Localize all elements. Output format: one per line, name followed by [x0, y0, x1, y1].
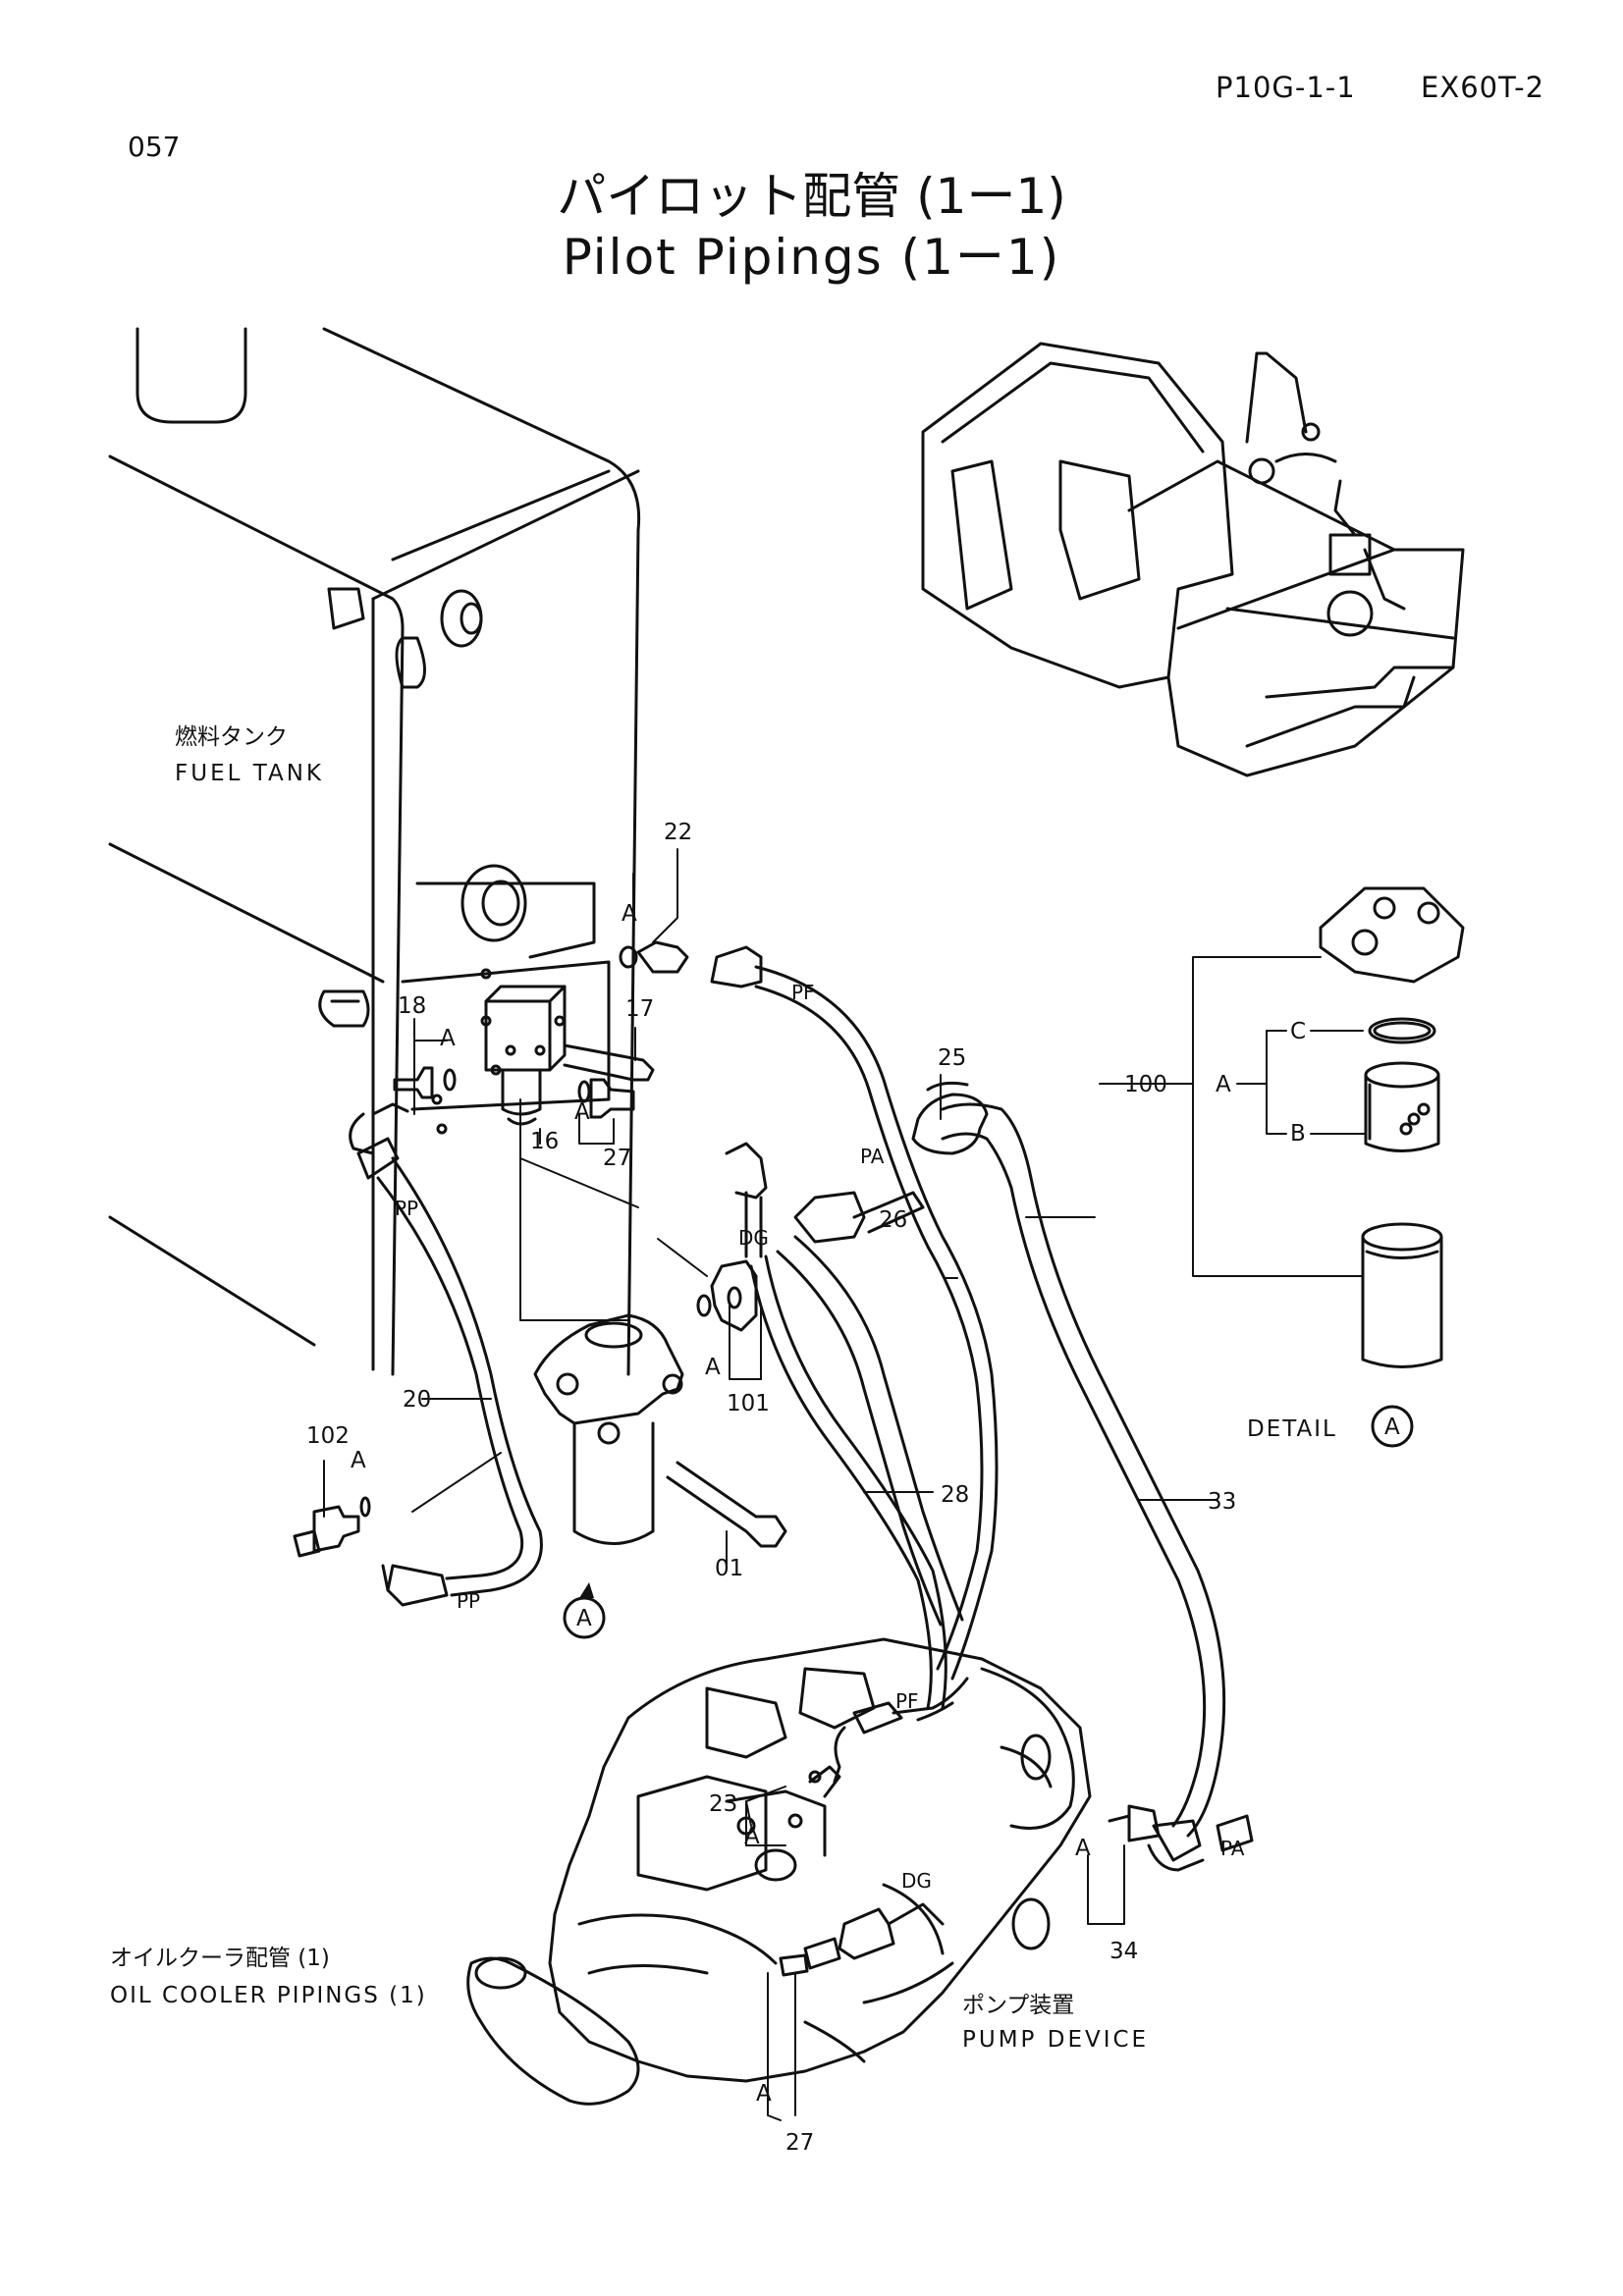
pump-device	[466, 1637, 1092, 2106]
callout-16: 16	[530, 1129, 559, 1154]
callout-100: 100	[1124, 1072, 1167, 1097]
hoses	[293, 940, 1254, 1977]
ref-a-102: A	[351, 1448, 366, 1473]
callout-18: 18	[398, 993, 426, 1019]
ref-a-27-top: A	[574, 1099, 590, 1125]
port-dg-bottom: DG	[901, 1869, 932, 1893]
callout-28: 28	[941, 1482, 969, 1508]
pump-device-label-ja: ポンプ装置	[962, 1993, 1074, 2018]
model-code: EX60T-2	[1421, 71, 1545, 104]
ref-a-18: A	[440, 1026, 456, 1051]
fuel-tank-drawing	[108, 327, 641, 1376]
port-pp-bottom: PP	[457, 1589, 480, 1613]
port-pa-right: PA	[1220, 1837, 1245, 1860]
callout-23: 23	[709, 1791, 737, 1817]
sheet-code: P10G-1-1	[1216, 71, 1356, 104]
callout-22: 22	[664, 820, 692, 845]
detail-ref-a: A	[1216, 1072, 1231, 1097]
port-pf-top: PF	[791, 981, 815, 1004]
port-pf-bottom: PF	[895, 1689, 919, 1713]
detail-a-circle	[1371, 1405, 1414, 1448]
ref-a-101: A	[705, 1355, 721, 1380]
fuel-tank-label-en: FUEL TANK	[175, 761, 324, 786]
ref-a-22: A	[622, 901, 637, 927]
main-filter	[533, 1286, 787, 1548]
port-pp-left: PP	[395, 1197, 418, 1220]
callout-33: 33	[1208, 1489, 1236, 1515]
page-number: 057	[128, 131, 181, 163]
callout-34: 34	[1109, 1939, 1138, 1964]
detail-label: DETAIL	[1247, 1416, 1337, 1442]
callout-20: 20	[403, 1387, 431, 1413]
pump-device-label-en: PUMP DEVICE	[962, 2027, 1149, 2053]
title-english: Pilot Pipings (1ー1)	[562, 229, 1061, 286]
port-pa-mid: PA	[860, 1145, 885, 1168]
ref-a-27-bottom: A	[756, 2081, 772, 2107]
detail-ref-b: B	[1290, 1121, 1306, 1147]
circle-a-label: A	[576, 1606, 592, 1631]
callout-27-top: 27	[603, 1146, 631, 1171]
ref-a-34: A	[1075, 1836, 1091, 1861]
callout-leaders	[323, 848, 1218, 2121]
filter-block	[393, 945, 655, 1126]
detail-mark: A	[1384, 1415, 1400, 1440]
excavator-location-view	[921, 342, 1465, 777]
ref-a-23: A	[744, 1824, 760, 1849]
fitting-101	[710, 1142, 925, 1332]
detail-ref-c: C	[1290, 1019, 1306, 1044]
title-japanese: パイロット配管 (1ー1)	[557, 168, 1066, 225]
callout-25: 25	[938, 1045, 966, 1071]
detail-a-drawing	[1319, 886, 1465, 1368]
callout-26: 26	[879, 1207, 907, 1233]
port-dg-top: DG	[738, 1226, 769, 1250]
callout-102: 102	[306, 1423, 350, 1449]
detail-a-leaders	[1099, 956, 1366, 1277]
oil-cooler-label-ja: オイルクーラ配管 (1)	[110, 1946, 330, 1971]
callout-101: 101	[727, 1391, 770, 1416]
oil-cooler-label-en: OIL COOLER PIPINGS (1)	[110, 1983, 427, 2008]
fuel-tank-label-ja: 燃料タンク	[175, 724, 288, 750]
callout-01: 01	[715, 1556, 743, 1581]
callout-27-bottom: 27	[785, 2130, 814, 2156]
callout-17: 17	[625, 996, 654, 1022]
